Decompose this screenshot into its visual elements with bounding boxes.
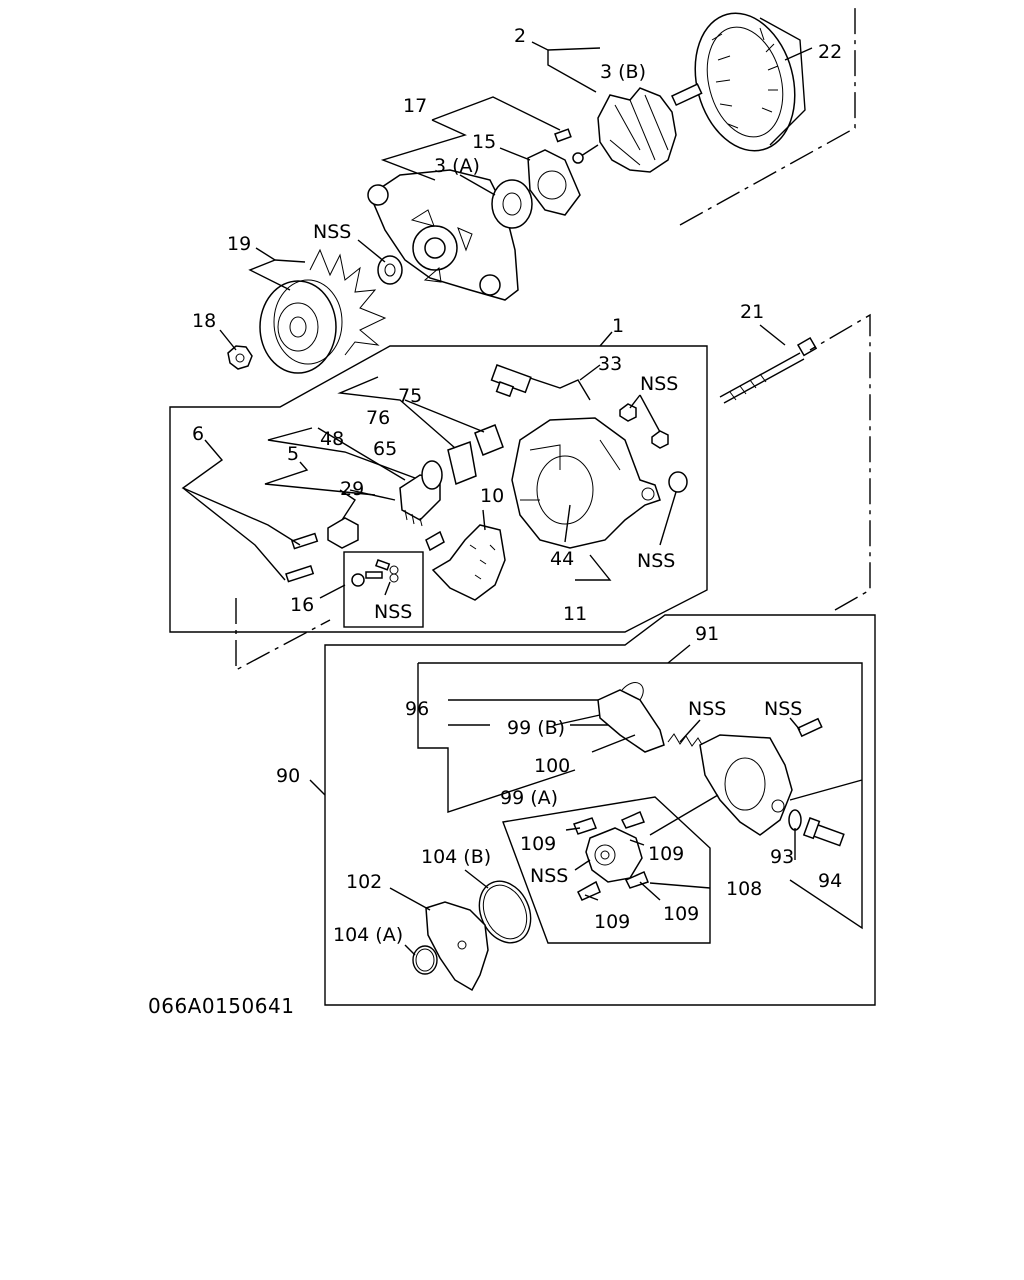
callout-104a: 104 (A) bbox=[333, 924, 403, 946]
leader-lines bbox=[181, 41, 813, 956]
callout-65: 65 bbox=[373, 438, 397, 460]
callout-nss-sleeve: NSS bbox=[637, 550, 675, 572]
callout-1: 1 bbox=[612, 315, 624, 337]
callout-109-d: 109 bbox=[663, 903, 699, 925]
retainer-plate-15 bbox=[527, 149, 581, 216]
brush-holder-108 bbox=[585, 827, 643, 883]
callout-nss-bolt: NSS bbox=[764, 698, 802, 720]
pulley-fan-19 bbox=[259, 248, 387, 374]
bearing-3a bbox=[491, 179, 533, 229]
callout-6: 6 bbox=[192, 423, 204, 445]
callout-18: 18 bbox=[192, 310, 216, 332]
callout-22: 22 bbox=[818, 41, 842, 63]
callout-15: 15 bbox=[472, 131, 496, 153]
rotor-3b bbox=[572, 83, 703, 173]
callout-99b: 99 (B) bbox=[507, 717, 565, 739]
callout-2: 2 bbox=[514, 25, 526, 47]
callout-109-a: 109 bbox=[520, 833, 556, 855]
callout-labels: 2 3 (B) 22 17 15 3 (A) 19 NSS 18 21 1 33… bbox=[148, 25, 842, 1018]
screw bbox=[554, 128, 572, 143]
reference-line bbox=[235, 598, 331, 672]
front-housing-17 bbox=[367, 169, 519, 301]
bolt-pair-6 bbox=[285, 532, 319, 583]
callout-nss-brush: NSS bbox=[530, 865, 568, 887]
cover-plate-102 bbox=[425, 901, 489, 992]
callout-nss-spacer: NSS bbox=[313, 221, 351, 243]
drawing-code: 066A0150641 bbox=[148, 994, 294, 1018]
callout-104b: 104 (B) bbox=[421, 846, 491, 868]
callout-76: 76 bbox=[366, 407, 390, 429]
callout-3b: 3 (B) bbox=[600, 61, 646, 83]
callout-109-b: 109 bbox=[648, 843, 684, 865]
spacer bbox=[377, 255, 403, 285]
callout-16: 16 bbox=[290, 594, 314, 616]
reference-line bbox=[679, 8, 856, 226]
o-ring-104b bbox=[478, 880, 532, 944]
stator-22 bbox=[694, 12, 806, 152]
assembly-108-frame bbox=[502, 796, 711, 944]
callout-11: 11 bbox=[563, 603, 587, 625]
callout-108: 108 bbox=[726, 878, 762, 900]
callout-nss-screw: NSS bbox=[374, 601, 412, 623]
callout-33: 33 bbox=[598, 353, 622, 375]
bracket-76 bbox=[447, 440, 477, 486]
through-bolt-21 bbox=[719, 336, 818, 404]
callout-93: 93 bbox=[770, 846, 794, 868]
callout-109-c: 109 bbox=[594, 911, 630, 933]
nut-pair bbox=[619, 403, 669, 449]
callout-3a: 3 (A) bbox=[434, 155, 480, 177]
callout-96: 96 bbox=[405, 698, 429, 720]
regulator-5 bbox=[327, 517, 359, 549]
bolt-94 bbox=[802, 817, 845, 847]
callout-21: 21 bbox=[740, 301, 764, 323]
callout-44: 44 bbox=[550, 548, 574, 570]
screw-set bbox=[351, 559, 399, 587]
o-ring-104a bbox=[412, 945, 438, 975]
starter-housing bbox=[699, 734, 793, 836]
callout-29: 29 bbox=[340, 478, 364, 500]
callout-17: 17 bbox=[403, 95, 427, 117]
brush-set-109 bbox=[573, 810, 649, 901]
inset-box-16 bbox=[343, 551, 424, 628]
callout-75: 75 bbox=[398, 385, 422, 407]
assembly-90-frame bbox=[324, 614, 876, 1006]
callout-48: 48 bbox=[320, 428, 344, 450]
washer-93 bbox=[788, 809, 802, 831]
callout-nss-nut: NSS bbox=[640, 373, 678, 395]
callout-5: 5 bbox=[287, 443, 299, 465]
bracket-75 bbox=[474, 424, 504, 456]
nut-18 bbox=[227, 345, 253, 370]
callout-99a: 99 (A) bbox=[500, 787, 558, 809]
callout-nss-spring: NSS bbox=[688, 698, 726, 720]
rear-housing bbox=[511, 417, 661, 549]
plunger-99b bbox=[597, 682, 665, 753]
callout-90: 90 bbox=[276, 765, 300, 787]
bolt bbox=[797, 717, 823, 738]
callout-19: 19 bbox=[227, 233, 251, 255]
callout-10: 10 bbox=[480, 485, 504, 507]
brush-holder-29 bbox=[399, 460, 443, 527]
callout-91: 91 bbox=[695, 623, 719, 645]
assembly-1-frame bbox=[169, 345, 708, 633]
terminal bbox=[425, 530, 445, 552]
callout-102: 102 bbox=[346, 871, 382, 893]
rectifier-10 bbox=[431, 524, 506, 601]
reference-line bbox=[809, 313, 871, 611]
harness-33 bbox=[490, 364, 591, 401]
sleeve bbox=[668, 471, 688, 493]
callout-94: 94 bbox=[818, 870, 842, 892]
callout-100: 100 bbox=[534, 755, 570, 777]
assembly-91-frame bbox=[417, 662, 863, 930]
